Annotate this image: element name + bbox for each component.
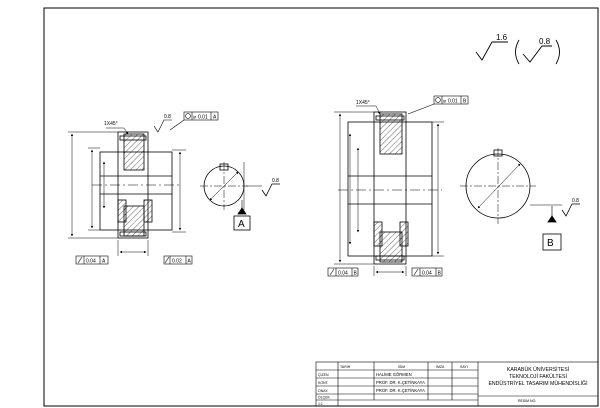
tb-row-name: PROF. DR. K.ÇETİNKAYA <box>376 388 425 393</box>
left-rim-finish-value: 0.8 <box>164 114 171 120</box>
right-runout-left-datum: B <box>354 271 358 277</box>
right-chamfer-label: 1X45° <box>356 100 370 106</box>
left-datum-label: A <box>238 219 245 230</box>
position-symbol-icon <box>185 113 191 119</box>
runout-arrow-icon <box>77 256 83 264</box>
paren-close-icon <box>555 39 560 65</box>
general-surface-finish: 1.6 0.8 <box>475 33 560 65</box>
left-runout-right <box>163 255 193 265</box>
right-runout-left-value: 0.04 <box>338 271 348 277</box>
left-runout-left-value: 0.04 <box>86 259 96 265</box>
runout-arrow-icon <box>164 256 170 264</box>
surface-finish-symbol-icon <box>475 41 508 61</box>
left-runout-left <box>75 255 109 265</box>
right-pos-datum: B <box>463 99 467 105</box>
position-symbol-icon <box>435 97 441 103</box>
left-section-view <box>92 131 182 239</box>
left-end-finish-value: 0.8 <box>272 178 279 184</box>
runout-arrow-icon <box>329 268 335 276</box>
general-finish-value: 1.6 <box>496 33 508 42</box>
right-pos-diameter: ⌀ <box>443 99 446 105</box>
surface-finish-symbol-icon <box>153 119 172 133</box>
tb-row-role: ÇİZEN <box>318 372 329 377</box>
datum-triangle-icon <box>237 207 247 215</box>
tb-row-role: ÖLÇEK <box>318 396 331 400</box>
title-block <box>315 361 599 407</box>
runout-arrow-icon <box>413 268 419 276</box>
tb-header-name: İSİM <box>398 364 405 369</box>
tb-row-role: KONT. <box>318 381 329 385</box>
surface-finish-symbol-icon <box>261 183 280 197</box>
tb-row-role: ONAY. <box>318 389 328 393</box>
tb-institution-line: ENDÜSTRİYEL TASARIM MÜHENDİSLİĞİ <box>488 380 587 387</box>
right-runout-left <box>327 267 359 277</box>
tb-header-date: TARİH <box>340 364 351 369</box>
right-position-tolerance <box>407 95 469 115</box>
tb-header-signature: İMZA <box>436 364 445 369</box>
right-end-finish-value: 0.8 <box>572 198 579 204</box>
tb-row-role: 1:1 <box>318 402 323 406</box>
paren-open-icon <box>515 39 520 65</box>
left-dimensions <box>68 127 186 256</box>
right-dimensions <box>334 105 444 276</box>
left-rim-finish <box>153 119 172 133</box>
tb-institution-line: KARABÜK ÜNİVERSİTESİ <box>507 366 569 373</box>
paren-finish-symbol-icon <box>522 45 552 63</box>
right-runout-right-datum: B <box>438 271 442 277</box>
left-position-tolerance <box>169 111 219 131</box>
tb-row-name: PROF. DR. K.ÇETİNKAYA <box>376 380 425 385</box>
tb-row-name: HALİME GÖRMEN <box>376 372 412 377</box>
left-runout-right-datum: A <box>188 259 192 265</box>
tb-institution-line: TEKNOLOJİ FAKÜLTESİ <box>509 373 567 380</box>
left-pos-value: 0.01 <box>198 115 208 121</box>
left-pos-datum: A <box>213 115 217 121</box>
paren-finish-value: 0.8 <box>539 37 551 46</box>
right-datum-label: B <box>547 238 554 249</box>
left-pos-diameter: ⌀ <box>193 115 196 121</box>
right-section-view <box>338 111 442 265</box>
left-runout-left-datum: A <box>102 259 106 265</box>
tb-header-count: SAYI <box>460 365 468 369</box>
tb-drawing-no: RESİM NO. <box>518 398 536 403</box>
right-end-view <box>460 148 580 251</box>
right-runout-right <box>411 267 443 277</box>
left-end-view <box>200 162 280 231</box>
right-runout-right-value: 0.04 <box>422 271 432 277</box>
surface-finish-symbol-icon <box>561 203 580 217</box>
left-chamfer-label: 1X45° <box>104 121 118 127</box>
datum-triangle-icon <box>547 215 557 223</box>
right-pos-value: 0.01 <box>448 99 458 105</box>
left-runout-right-value: 0.02 <box>172 259 182 265</box>
